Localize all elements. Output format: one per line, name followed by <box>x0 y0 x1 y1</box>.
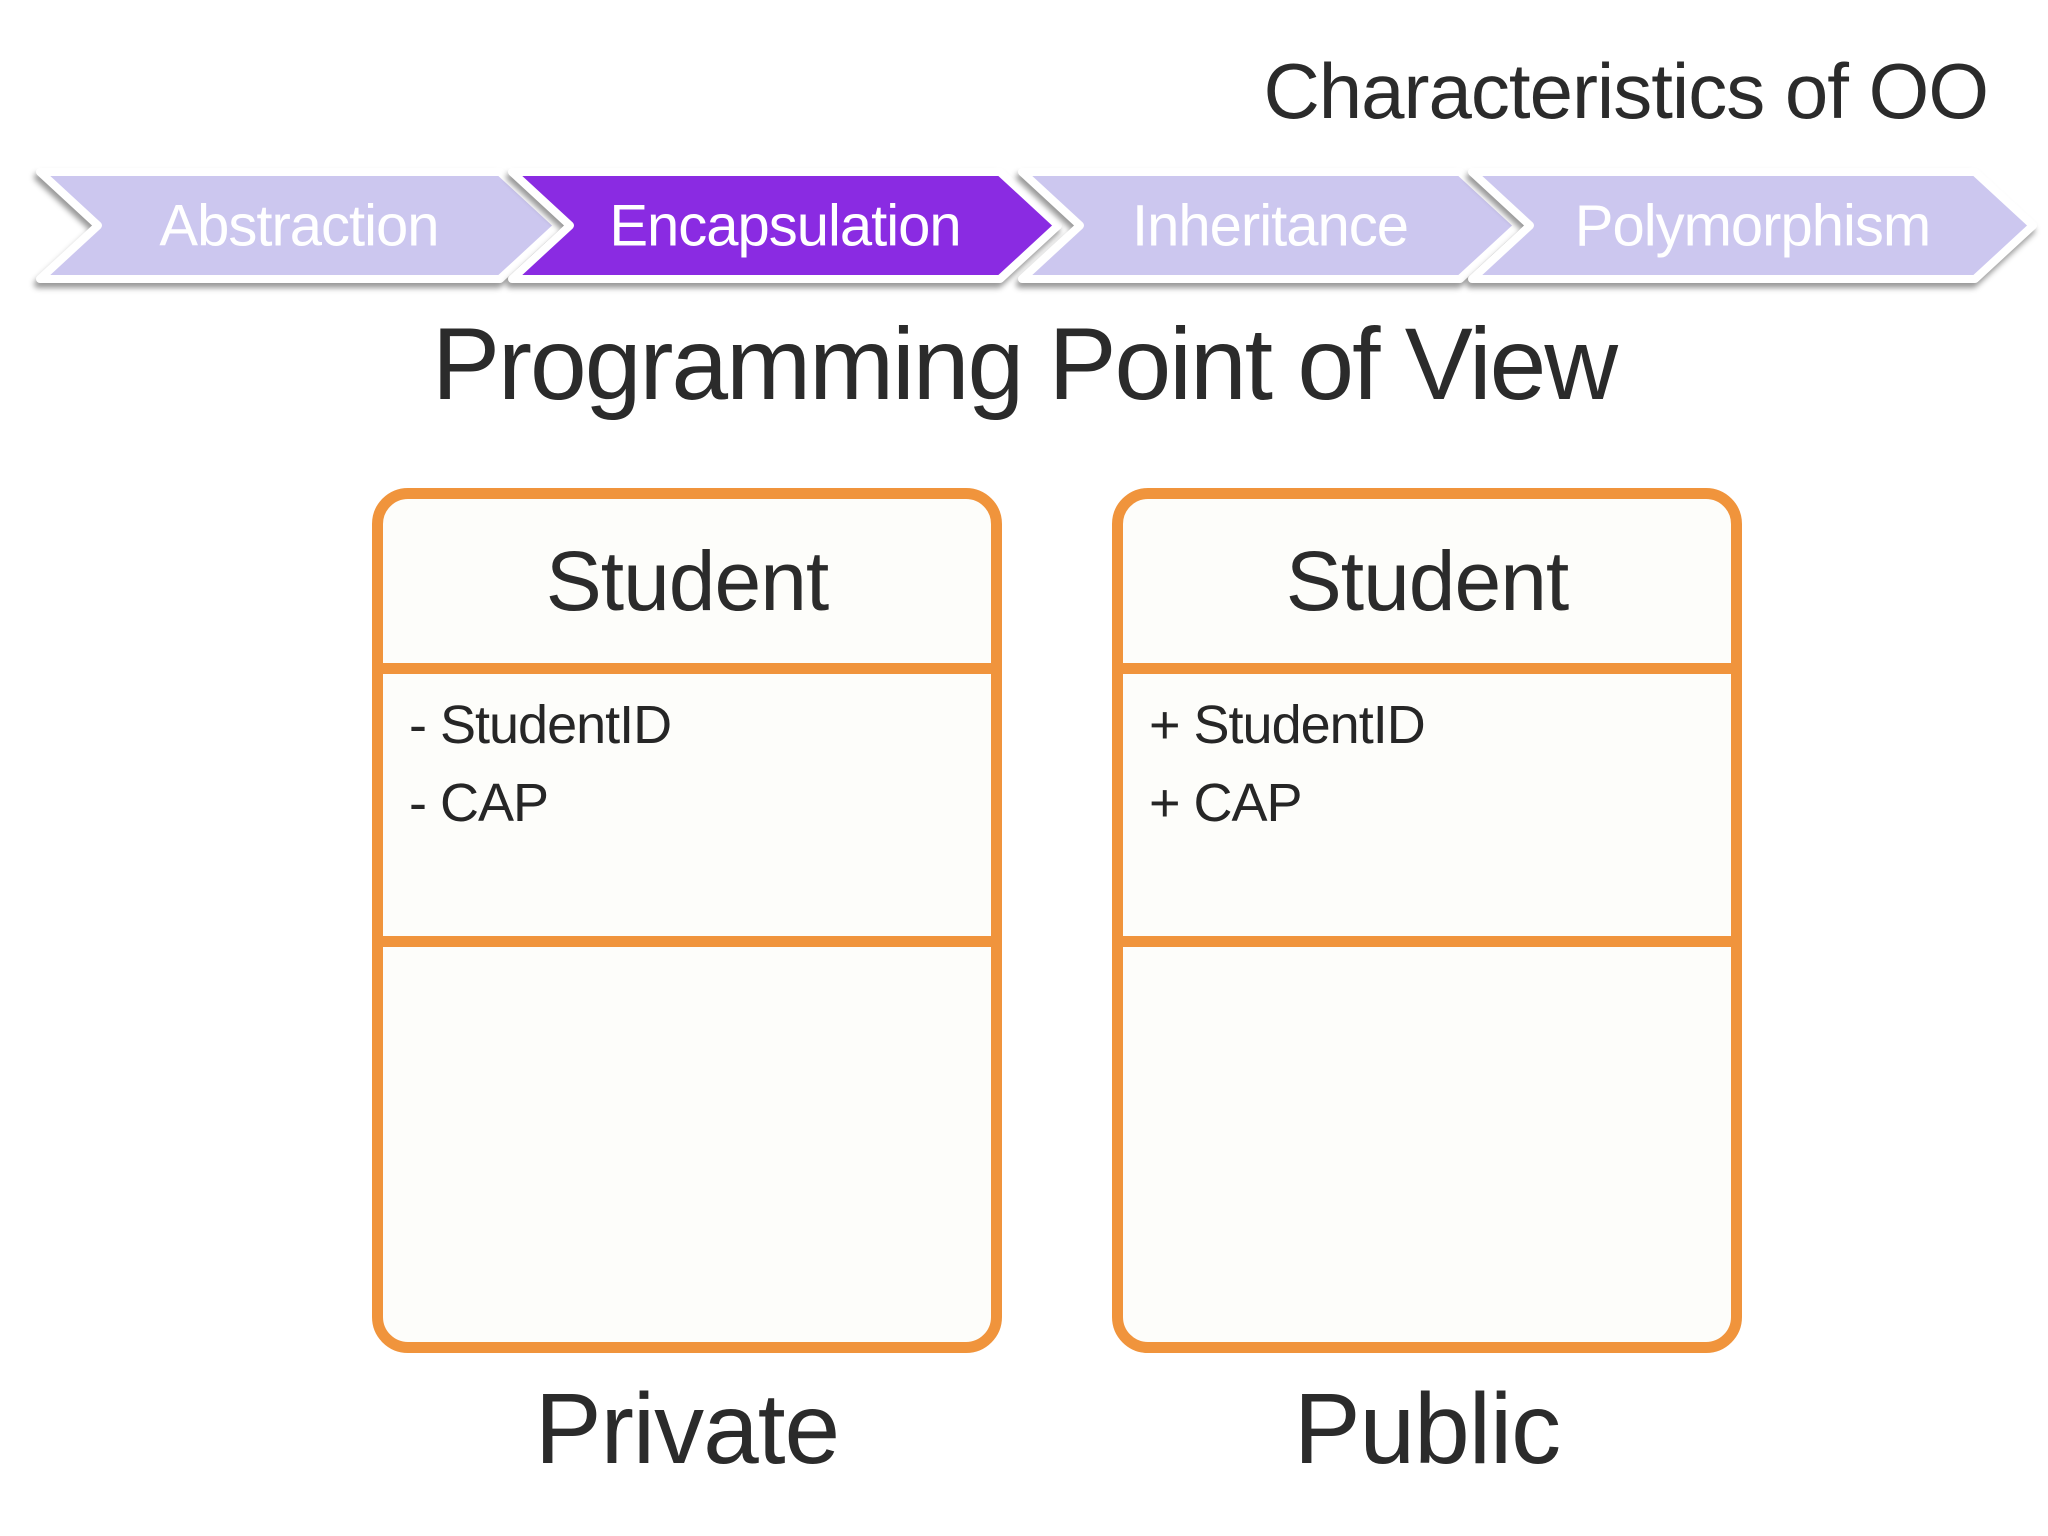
section-title: Programming Point of View <box>431 307 1618 421</box>
class-name: Student <box>545 533 830 628</box>
class-attributes: - StudentID - CAP <box>383 674 991 936</box>
class-member: + StudentID <box>1149 695 1426 755</box>
class-name: Student <box>1285 533 1570 628</box>
class-divider <box>1123 663 1731 674</box>
class-methods-empty <box>1123 947 1731 1342</box>
process-step-polymorphism <box>1468 168 2037 283</box>
process-step-encapsulation <box>508 168 1062 283</box>
class-member: + CAP <box>1149 773 1303 834</box>
process-step-abstraction <box>36 168 562 283</box>
class-member: - StudentID <box>409 695 672 755</box>
class-divider <box>383 936 991 947</box>
uml-class-box-private: Student - StudentID - CAP <box>372 488 1002 1353</box>
process-step-label: Polymorphism <box>1575 194 1930 259</box>
process-step-label: Inheritance <box>1132 194 1408 259</box>
caption-private: Private <box>534 1373 840 1485</box>
class-divider <box>1123 936 1731 947</box>
class-methods-empty <box>383 947 991 1342</box>
class-attributes: + StudentID + CAP <box>1123 674 1731 936</box>
class-member: - CAP <box>409 773 549 834</box>
process-step-inheritance <box>1018 168 1522 283</box>
page-title: Characteristics of OO <box>1263 47 1989 135</box>
process-chevron-bar: Abstraction Encapsulation Inheritance Polym… <box>36 168 2037 283</box>
class-divider <box>383 663 991 674</box>
process-step-label: Abstraction <box>159 194 438 259</box>
caption-public: Public <box>1293 1373 1561 1485</box>
process-step-label: Encapsulation <box>609 194 960 259</box>
uml-class-box-public: Student + StudentID + CAP <box>1112 488 1742 1353</box>
